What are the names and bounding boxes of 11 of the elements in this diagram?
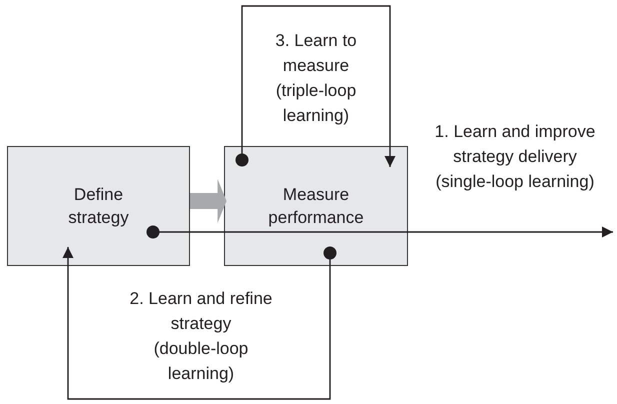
block-arrow: [190, 181, 227, 221]
process-box: [224, 146, 408, 266]
loop-arrow: [236, 5, 396, 167]
loop-arrow: [62, 246, 336, 400]
edge-label: 1. Learn and improve strategy delivery (single-loop learning): [434, 121, 596, 193]
loop-arrow: [146, 226, 613, 238]
box-label: Define strategy: [67, 184, 130, 229]
edge-label: 2. Learn and refine strategy (double-loop learning): [128, 288, 274, 385]
process-box: [7, 146, 190, 266]
edge-label: 3. Learn to measure (triple-loop learning): [274, 30, 358, 127]
box-label: Measure performance: [267, 184, 365, 229]
